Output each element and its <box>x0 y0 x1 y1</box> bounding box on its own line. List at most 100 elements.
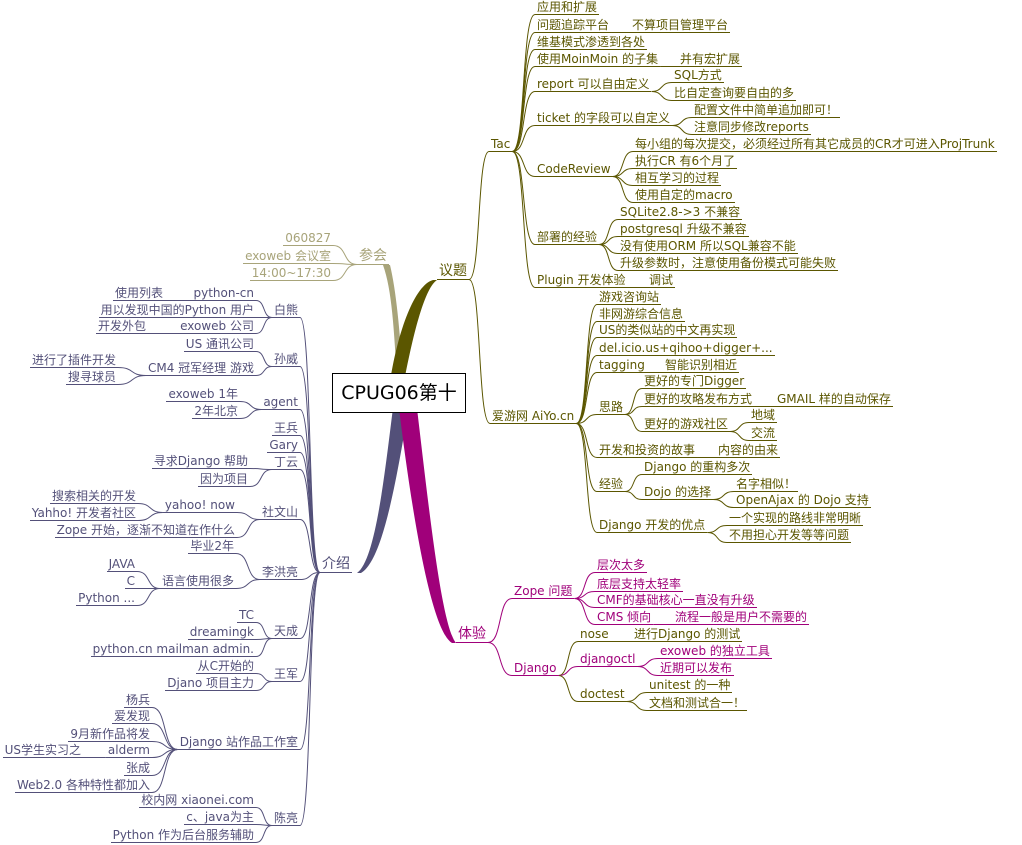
topic-attend[interactable]: 参会 <box>357 248 389 265</box>
topic-node[interactable]: 文档和测试合一！ <box>647 696 748 711</box>
topic-node[interactable]: 智能识别相近 <box>663 358 740 373</box>
topic-node[interactable]: 注意同步修改reports <box>692 120 811 135</box>
topic-node[interactable]: Yahho! 开发者社区 <box>29 506 138 521</box>
topic-node[interactable]: 游戏咨询站 <box>597 290 662 305</box>
topic-node[interactable]: 因为项目 <box>197 472 250 487</box>
topic-node[interactable]: yahoo! now <box>162 498 237 513</box>
topic-node[interactable]: Django <box>512 661 559 676</box>
topic-experience[interactable]: 体验 <box>456 626 488 643</box>
topic-node[interactable]: GMAIL 样的自动保存 <box>775 392 893 407</box>
topic-node[interactable]: Djano 项目主力 <box>165 676 256 691</box>
topic-node[interactable]: postgresql 升级不兼容 <box>618 222 749 237</box>
topic-node[interactable]: 开发外包 <box>95 319 148 334</box>
topic-node[interactable]: exoweb 1年 <box>166 387 240 402</box>
topic-node[interactable]: 近期可以发布 <box>658 661 735 676</box>
topic-node[interactable]: 060827 <box>283 231 333 246</box>
topic-node[interactable]: 2年北京 <box>192 404 240 419</box>
topic-node[interactable]: CM4 冠军经理 游戏 <box>146 361 256 376</box>
topic-node[interactable]: 维基模式渗透到各处 <box>535 35 648 50</box>
topic-node[interactable]: 配置文件中简单追加即可！ <box>692 103 841 118</box>
topic-node[interactable]: 进行Django 的测试 <box>632 627 743 642</box>
topic-node[interactable]: 王兵 <box>271 421 300 436</box>
topic-node[interactable]: 爱发现 <box>111 709 152 724</box>
topic-agenda[interactable]: 议题 <box>437 263 469 280</box>
topic-node[interactable]: 问题追踪平台 <box>535 18 612 33</box>
topic-node[interactable]: 用以发现中国的Python 用户 <box>98 303 256 318</box>
topic-node[interactable]: 毕业2年 <box>188 539 236 554</box>
topic-node[interactable]: OpenAjax 的 Dojo 支持 <box>734 493 871 508</box>
topic-node[interactable]: 交流 <box>749 426 778 441</box>
topic-node[interactable]: 更好的专门Digger <box>642 374 747 389</box>
topic-node[interactable]: ticket 的字段可以自定义 <box>535 111 673 126</box>
topic-node[interactable]: 比自定查询要自由的多 <box>672 86 797 101</box>
topic-node[interactable]: 部署的经验 <box>535 230 600 245</box>
topic-node[interactable]: CMF的基础核心一直没有升级 <box>595 593 757 608</box>
topic-node[interactable]: 张成 <box>123 761 152 776</box>
topic-node[interactable]: 丁云 <box>271 455 300 470</box>
topic-node[interactable]: 思路 <box>597 400 626 415</box>
topic-node[interactable]: 相互学习的过程 <box>633 171 722 186</box>
topic-node[interactable]: 白熊 <box>271 303 300 318</box>
topic-node[interactable]: 从C开始的 <box>195 659 256 674</box>
topic-node[interactable]: 层次太多 <box>595 558 648 573</box>
topic-node[interactable]: 执行CR 有6个月了 <box>633 154 738 169</box>
topic-tac[interactable]: Tac <box>489 137 513 152</box>
topic-node[interactable]: 升级参数时，注意使用备份模式可能失败 <box>618 256 839 271</box>
topic-node[interactable]: 使用列表 <box>112 286 165 301</box>
topic-node[interactable]: agent <box>261 395 300 410</box>
topic-node[interactable]: 地域 <box>749 408 778 423</box>
topic-node[interactable]: report 可以自由定义 <box>535 77 652 92</box>
topic-node[interactable]: 内容的由来 <box>716 443 781 458</box>
topic-node[interactable]: US学生实习之 <box>2 743 83 758</box>
topic-node[interactable]: 王军 <box>271 667 300 682</box>
topic-node[interactable]: Python ... <box>76 591 137 606</box>
topic-node[interactable]: 没有使用ORM 所以SQL兼容不能 <box>618 239 798 254</box>
topic-node[interactable]: US 通讯公司 <box>183 337 256 352</box>
topic-node[interactable]: Gary <box>267 438 300 453</box>
topic-node[interactable]: 搜索相关的开发 <box>49 489 138 504</box>
topic-node[interactable]: 开发和投资的故事 <box>597 443 698 458</box>
topic-intro[interactable]: 介绍 <box>320 556 352 573</box>
topic-node[interactable]: 进行了插件开发 <box>29 353 118 368</box>
topic-node[interactable]: CodeReview <box>535 162 613 177</box>
topic-node[interactable]: 使用自定的macro <box>633 188 735 203</box>
topic-node[interactable]: python.cn mailman admin. <box>90 642 256 657</box>
topic-node[interactable]: 每小组的每次提交，必须经过所有其它成员的CR才可进入ProjTrunk <box>633 137 997 152</box>
topic-node[interactable]: 更好的攻略发布方式 <box>642 392 755 407</box>
topic-node[interactable]: 寻求Django 帮助 <box>151 454 250 469</box>
topic-node[interactable]: US的类似站的中文再实现 <box>597 323 738 338</box>
topic-node[interactable]: Python 作为后台服务辅助 <box>110 828 256 843</box>
topic-node[interactable]: Django 的重构多次 <box>642 460 753 475</box>
topic-node[interactable]: 天成 <box>271 624 300 639</box>
topic-node[interactable]: exoweb 会议室 <box>243 249 333 264</box>
topic-node[interactable]: 更好的游戏社区 <box>642 417 731 432</box>
topic-node[interactable]: Zope 问题 <box>512 584 575 599</box>
topic-node[interactable]: tagging <box>597 358 647 373</box>
topic-node[interactable]: 杨兵 <box>123 693 152 708</box>
topic-node[interactable]: 搜寻球员 <box>65 370 118 385</box>
topic-node[interactable]: SQL方式 <box>672 68 724 83</box>
topic-node[interactable]: 使用MoinMoin 的子集 <box>535 52 661 67</box>
topic-node[interactable]: Dojo 的选择 <box>642 485 714 500</box>
topic-node[interactable]: djangoctl <box>578 652 638 667</box>
topic-node[interactable]: 调试 <box>647 273 676 288</box>
topic-node[interactable]: python-cn <box>191 286 256 301</box>
topic-node[interactable]: 名字相似！ <box>734 477 799 492</box>
topic-node[interactable]: Django 站作品工作室 <box>177 735 300 750</box>
topic-node[interactable]: alderm <box>105 743 152 758</box>
central-topic[interactable]: CPUG06第十 <box>332 373 466 413</box>
topic-node[interactable]: 并有宏扩展 <box>678 52 743 67</box>
topic-node[interactable]: 流程一般是用户不需要的 <box>673 610 810 625</box>
topic-aiyo[interactable]: 爱游网 AiYo.cn <box>490 409 577 424</box>
topic-node[interactable]: Zope 开始，逐渐不知道在作什么 <box>54 523 237 538</box>
topic-node[interactable]: TC <box>236 608 256 623</box>
topic-node[interactable]: SQLite2.8->3 不兼容 <box>618 205 743 220</box>
topic-node[interactable]: 非网游综合信息 <box>597 307 686 322</box>
topic-node[interactable]: exoweb 公司 <box>178 319 256 334</box>
topic-node[interactable]: Django 开发的优点 <box>597 518 708 533</box>
topic-node[interactable]: JAVA <box>106 557 137 572</box>
topic-node[interactable]: unitest 的一种 <box>647 678 733 693</box>
topic-node[interactable]: 14:00~17:30 <box>249 266 333 281</box>
topic-node[interactable]: 校内网 xiaonei.com <box>139 793 256 808</box>
topic-node[interactable]: Web2.0 各种特性都加入 <box>14 778 152 793</box>
